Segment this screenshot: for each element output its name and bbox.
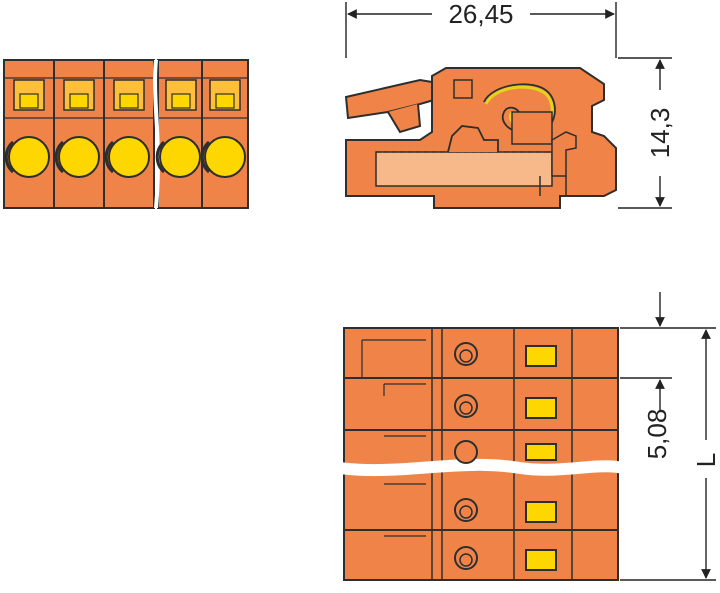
dimension-height-label: 14,3 [645,108,675,159]
wire-entry-hole [58,136,100,178]
top-view-body-lower [343,469,619,581]
dimension-height [618,57,672,209]
pole-row [454,342,557,367]
wire-entry-hole [108,136,150,178]
marking-slot [525,443,557,461]
wire-entry-hole [159,136,201,178]
side-view [344,67,617,209]
dimension-pitch [620,292,672,412]
dimension-pitch-label: 5,08 [642,409,672,460]
top-view-rows [454,342,557,571]
top-view-body-upper [343,327,619,469]
pole-row [454,394,557,419]
wire-entry-hole [204,136,246,178]
dimension-length [620,327,716,581]
wire-entry-hole [8,136,50,178]
top-view-break [340,458,622,477]
marking-slot [525,345,557,367]
top-view [340,327,622,581]
marking-slot [525,397,557,419]
dimension-length-label: L [691,453,720,467]
dimension-width [345,2,617,58]
pole-row [454,546,557,571]
front-view-break [153,60,160,208]
pole-row [454,440,557,464]
front-view-poles [4,79,246,178]
pole-row [454,498,557,523]
dimension-width-label: 26,45 [448,0,513,29]
wire-entry-channel [375,151,553,187]
marking-slot [525,549,557,571]
marking-slot [525,501,557,523]
release-lever [344,78,436,120]
test-opening [454,440,478,464]
